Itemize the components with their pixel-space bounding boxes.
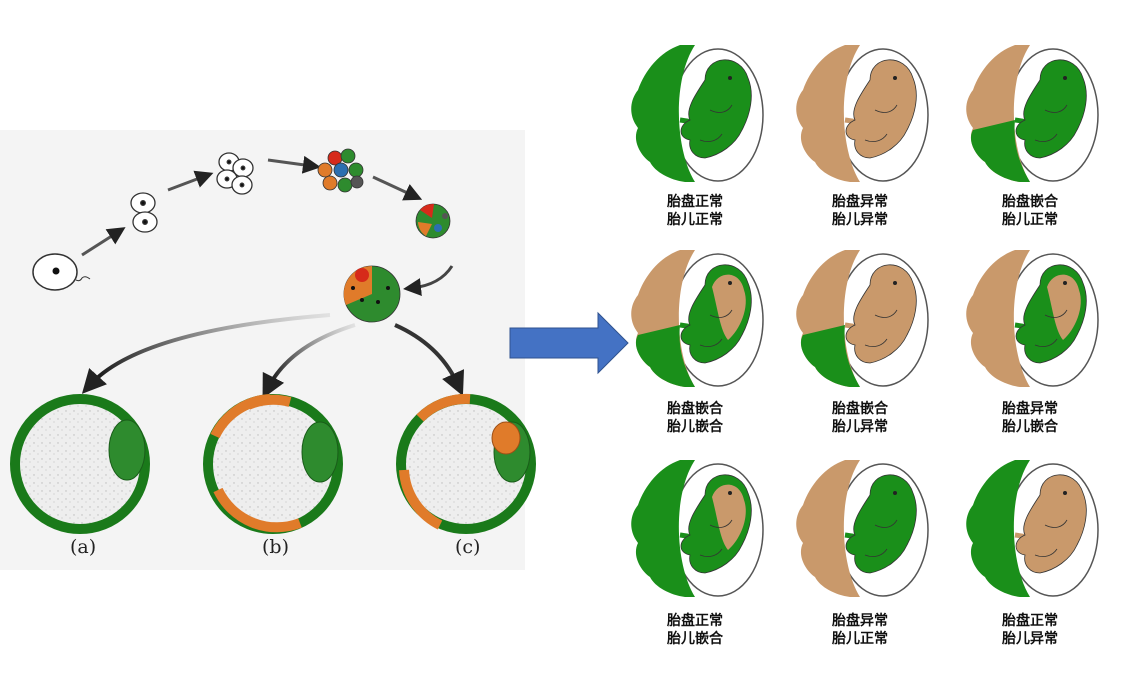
fetus-illustration (966, 250, 1099, 387)
mosaicism-outcome-grid (631, 45, 1099, 597)
arrow-3 (267, 155, 321, 174)
morula-eight-cell (317, 148, 364, 193)
arrow-2 (167, 170, 214, 192)
fetus-illustration (796, 250, 929, 387)
caption-line: 胎盘正常 (667, 194, 723, 210)
fetus (845, 264, 917, 364)
arrow-1 (81, 227, 126, 257)
placenta (796, 45, 860, 182)
caption-line: 胎儿异常 (832, 419, 888, 435)
fetus (680, 59, 752, 159)
caption-line: 胎盘异常 (832, 613, 888, 629)
blastocyst-b (203, 394, 343, 534)
caption-line: 胎盘异常 (832, 194, 888, 210)
fetus (1015, 59, 1087, 159)
fetus-illustration (966, 460, 1099, 597)
branch-arrow-b (262, 323, 356, 399)
caption-line: 胎儿异常 (1002, 631, 1058, 647)
branch-arrow-c (394, 323, 465, 396)
two-cell-stage (130, 192, 158, 233)
outcome-caption: 胎盘异常胎儿正常 (790, 612, 930, 648)
arrow-5 (403, 265, 454, 296)
blastocyst-a (10, 394, 150, 534)
caption-line: 胎盘嵌合 (832, 401, 888, 417)
caption-line: 胎儿嵌合 (667, 419, 723, 435)
caption-line: 胎儿嵌合 (667, 631, 723, 647)
label-b: (b) (262, 536, 289, 558)
caption-line: 胎儿正常 (832, 631, 888, 647)
label-c: (c) (455, 536, 480, 558)
branch-arrow-a (81, 313, 331, 394)
fetus-illustration (631, 250, 764, 387)
caption-line: 胎盘嵌合 (1002, 194, 1058, 210)
fetus-illustration (631, 460, 764, 597)
placenta (631, 45, 695, 182)
caption-line: 胎盘异常 (1002, 401, 1058, 417)
fetus-illustration (796, 460, 929, 597)
fetus-illustration (631, 45, 764, 182)
fetus (1015, 474, 1087, 574)
fetus-illustration (966, 45, 1099, 182)
outcome-caption: 胎盘嵌合胎儿嵌合 (625, 400, 765, 436)
caption-line: 胎儿异常 (832, 212, 888, 228)
caption-line: 胎盘嵌合 (667, 401, 723, 417)
label-a: (a) (70, 536, 96, 558)
outcome-caption: 胎盘异常胎儿嵌合 (960, 400, 1100, 436)
placenta (966, 250, 1030, 387)
caption-line: 胎儿嵌合 (1002, 419, 1058, 435)
outcome-caption: 胎盘嵌合胎儿正常 (960, 193, 1100, 229)
arrow-4 (372, 175, 423, 201)
fetus (845, 474, 917, 574)
morula-sixteen-cell (415, 203, 451, 239)
placenta (631, 460, 695, 597)
outcome-caption: 胎盘异常胎儿异常 (790, 193, 930, 229)
outcome-caption: 胎盘正常胎儿嵌合 (625, 612, 765, 648)
caption-line: 胎盘正常 (1002, 613, 1058, 629)
placenta (966, 460, 1030, 597)
outcome-caption: 胎盘正常胎儿异常 (960, 612, 1100, 648)
placenta (796, 460, 860, 597)
zygote (32, 253, 91, 291)
caption-line: 胎儿正常 (667, 212, 723, 228)
early-blastocyst (343, 265, 401, 323)
outcome-caption: 胎盘正常胎儿正常 (625, 193, 765, 229)
blastocyst-c (396, 393, 536, 534)
transition-arrow (509, 311, 629, 375)
fetus-illustration (796, 45, 929, 182)
outcome-caption: 胎盘嵌合胎儿异常 (790, 400, 930, 436)
four-cell-stage (216, 152, 254, 195)
fetus (845, 59, 917, 159)
caption-line: 胎盘正常 (667, 613, 723, 629)
caption-line: 胎儿正常 (1002, 212, 1058, 228)
